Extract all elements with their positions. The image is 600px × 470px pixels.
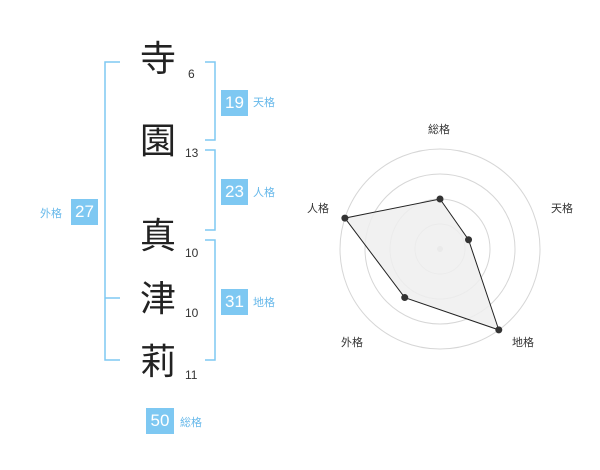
jinkaku-bracket [205, 149, 216, 231]
tenkaku-value: 19 [221, 90, 248, 116]
stroke-count-5: 11 [185, 368, 198, 382]
radar-ring [339, 148, 541, 350]
radar-label-tenkaku: 天格 [551, 202, 573, 215]
radar-point [341, 214, 349, 222]
tenkaku-bracket [205, 61, 216, 141]
radar-label-jinkaku: 人格 [307, 202, 329, 215]
radar-polygon [344, 198, 500, 331]
radar-point [495, 326, 503, 334]
radar-ring [364, 173, 516, 325]
name-char-2: 園 [140, 121, 177, 162]
gaikaku-value: 27 [71, 199, 98, 225]
name-char-5: 莉 [140, 342, 177, 383]
stroke-count-4: 10 [185, 306, 199, 320]
jinkaku-value: 23 [221, 179, 248, 205]
name-char-3: 真 [140, 216, 177, 257]
chikaku-value: 31 [221, 289, 248, 315]
radar-label-chikaku: 地格 [512, 336, 534, 349]
radar-point [465, 236, 473, 244]
radar-point [401, 294, 409, 302]
chikaku-label: 地格 [253, 296, 275, 309]
name-char-4: 津 [140, 279, 177, 320]
radar-label-soukaku: 総格 [428, 123, 450, 136]
radar-point [436, 195, 444, 203]
stroke-count-1: 6 [188, 67, 195, 81]
name-char-1: 寺 [140, 39, 177, 80]
gaikaku-label: 外格 [40, 207, 62, 220]
radar-label-gaikaku: 外格 [341, 336, 363, 349]
stroke-count-2: 13 [185, 146, 199, 160]
soukaku-value: 50 [146, 408, 174, 434]
gaikaku-bracket [104, 61, 120, 361]
stroke-count-3: 10 [185, 246, 199, 260]
tenkaku-label: 天格 [253, 96, 275, 109]
chikaku-bracket [205, 239, 216, 361]
soukaku-label: 総格 [180, 416, 202, 429]
jinkaku-label: 人格 [253, 186, 275, 199]
